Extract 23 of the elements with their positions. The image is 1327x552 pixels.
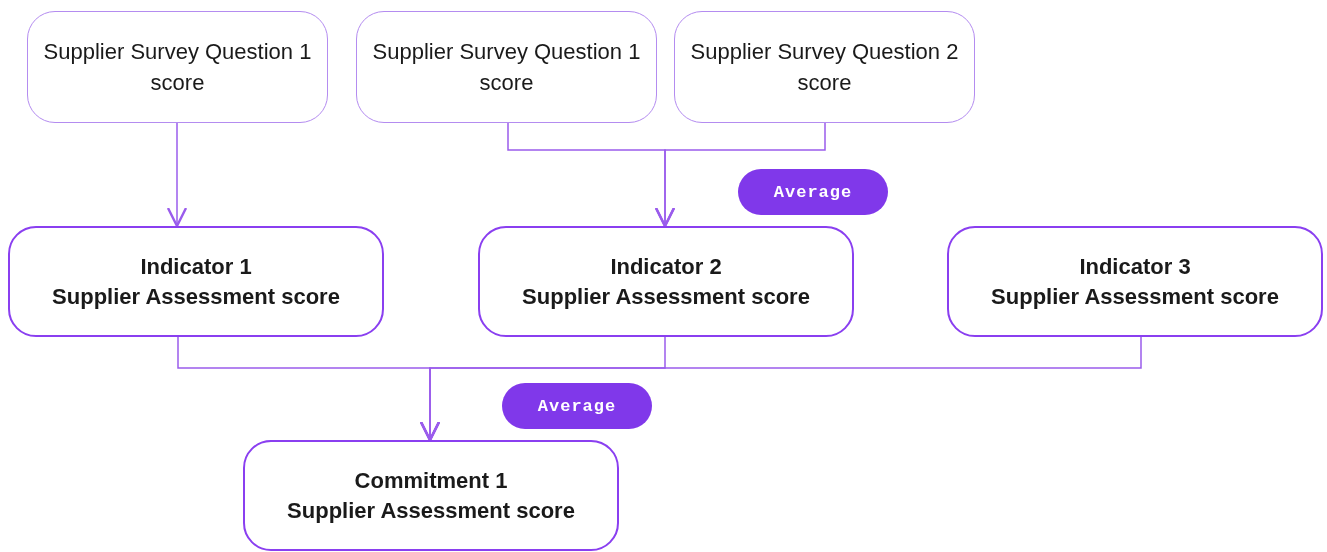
node-subtitle: Supplier Assessment score: [51, 282, 341, 311]
arrow: [419, 336, 1142, 442]
average-tag: Average: [738, 169, 888, 215]
arrow: [166, 122, 188, 228]
input-box: [674, 11, 975, 123]
score-box: [947, 226, 1323, 337]
input-box: [27, 11, 328, 123]
node-title: Commitment 1: [353, 466, 509, 495]
node-title: Indicator 2: [609, 252, 723, 281]
node-label: Supplier Survey Question 2 score: [689, 38, 960, 97]
node-subtitle: Supplier Assessment score: [521, 282, 811, 311]
score-box: [478, 226, 854, 337]
score-box: [8, 226, 384, 337]
node-subtitle: Supplier Assessment score: [990, 282, 1280, 311]
arrow: [654, 122, 826, 228]
node-label: Supplier Survey Question 1 score: [42, 38, 313, 97]
node-title: Indicator 3: [1078, 252, 1192, 281]
node-subtitle: Supplier Assessment score: [286, 496, 576, 525]
node-label: Supplier Survey Question 1 score: [371, 38, 642, 97]
node-title: Indicator 1: [139, 252, 253, 281]
score-box: [243, 440, 619, 551]
average-tag: Average: [502, 383, 652, 429]
input-box: [356, 11, 657, 123]
